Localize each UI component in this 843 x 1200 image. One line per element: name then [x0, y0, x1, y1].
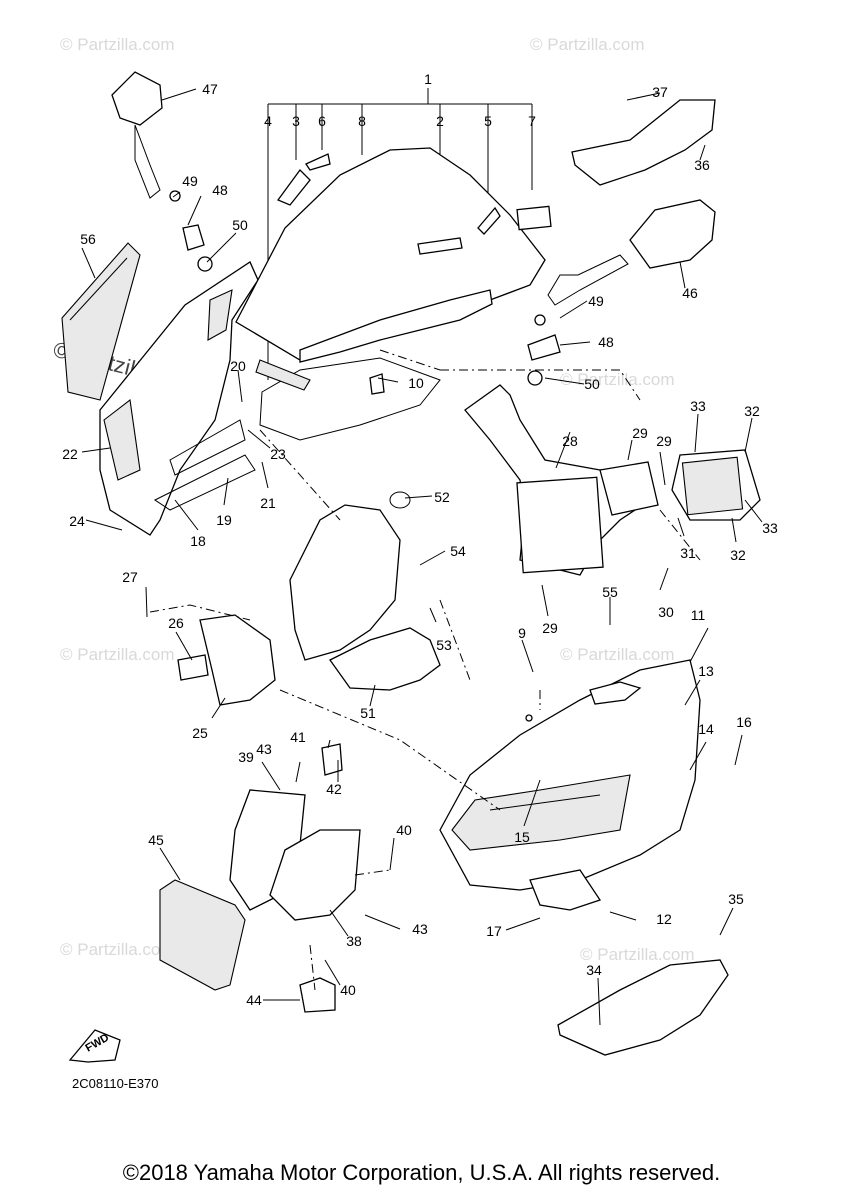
- inner-panel: [289, 491, 441, 691]
- callout-43b: 43: [412, 921, 428, 937]
- callout-45: 45: [148, 832, 164, 848]
- callout-7: 7: [528, 113, 536, 129]
- air-duct-right: [671, 449, 761, 521]
- callout-40b: 40: [340, 982, 356, 998]
- callout-25: 25: [192, 725, 208, 741]
- callout-48b: 48: [598, 334, 614, 350]
- assembly-lines: [149, 349, 701, 991]
- callout-33b: 33: [762, 520, 778, 536]
- upper-cowl: [235, 147, 552, 441]
- callout-10: 10: [408, 375, 424, 391]
- watermark: © Partzilla.com: [60, 35, 175, 54]
- copyright-notice: ©2018 Yamaha Motor Corporation, U.S.A. A…: [122, 1160, 721, 1185]
- callout-17: 17: [486, 923, 502, 939]
- drawing-code: 2C08110-E370: [72, 1076, 159, 1091]
- callout-29b: 29: [656, 433, 672, 449]
- air-box: [159, 743, 361, 1013]
- callout-19: 19: [216, 512, 232, 528]
- callout-41: 41: [290, 729, 306, 745]
- side-panel-top-right: [571, 99, 716, 186]
- front-cowling: [99, 261, 259, 536]
- forward-arrow: FWD: [68, 1029, 121, 1063]
- callout-21: 21: [260, 495, 276, 511]
- callout-32b: 32: [730, 547, 746, 563]
- callout-31: 31: [680, 545, 696, 561]
- cowling-stay: [464, 384, 659, 576]
- callout-13: 13: [698, 663, 714, 679]
- callout-23: 23: [270, 446, 286, 462]
- watermark: © Partzilla.com: [530, 35, 645, 54]
- callout-55: 55: [602, 584, 618, 600]
- leader-lines: [81, 88, 763, 1026]
- callout-3: 3: [292, 113, 300, 129]
- callout-32a: 32: [744, 403, 760, 419]
- callout-33a: 33: [690, 398, 706, 414]
- callout-numbers: 1 2 3 4 5 6 7 8 9 10 11 12 13 14 15 16 1…: [62, 71, 778, 1008]
- callout-46: 46: [682, 285, 698, 301]
- callout-56: 56: [80, 231, 96, 247]
- watermark: © Partzilla.com: [560, 370, 675, 389]
- callout-27: 27: [122, 569, 138, 585]
- callout-29a: 29: [632, 425, 648, 441]
- callout-26: 26: [168, 615, 184, 631]
- callout-39: 39: [238, 749, 254, 765]
- callout-11: 11: [691, 607, 706, 623]
- callout-24: 24: [69, 513, 85, 529]
- callout-50b: 50: [584, 376, 600, 392]
- callout-47: 47: [202, 81, 218, 97]
- callout-40a: 40: [396, 822, 412, 838]
- watermark: © Partzilla.com: [60, 940, 175, 959]
- air-duct-left: [177, 614, 276, 706]
- callout-6: 6: [318, 113, 326, 129]
- lower-panel: [557, 959, 729, 1056]
- callout-16: 16: [736, 714, 752, 730]
- callout-43a: 43: [256, 741, 272, 757]
- callout-14: 14: [698, 721, 714, 737]
- callout-28: 28: [562, 433, 578, 449]
- callout-29c: 29: [542, 620, 558, 636]
- callout-20: 20: [230, 358, 246, 374]
- callout-4: 4: [264, 113, 272, 129]
- callout-5: 5: [484, 113, 492, 129]
- callout-1: 1: [424, 71, 432, 87]
- callout-38: 38: [346, 933, 362, 949]
- callout-49a: 49: [182, 173, 198, 189]
- windshield: [61, 242, 141, 401]
- callout-37: 37: [652, 84, 668, 100]
- callout-54: 54: [450, 543, 466, 559]
- side-cowling: [439, 659, 701, 911]
- callout-15: 15: [514, 829, 530, 845]
- callout-8: 8: [358, 113, 366, 129]
- callout-12: 12: [656, 911, 672, 927]
- watermark: © Partzilla.com: [580, 945, 695, 964]
- watermark: © Partzilla.com: [560, 645, 675, 664]
- callout-53: 53: [436, 637, 452, 653]
- callout-30: 30: [658, 604, 674, 620]
- callout-18: 18: [190, 533, 206, 549]
- mirror-right: [527, 199, 716, 386]
- mirror-left: [111, 71, 213, 272]
- callout-35: 35: [728, 891, 744, 907]
- callout-9: 9: [518, 625, 526, 641]
- callout-49b: 49: [588, 293, 604, 309]
- watermark: © Partzilla.com: [60, 645, 175, 664]
- callout-36: 36: [694, 157, 710, 173]
- callout-48a: 48: [212, 182, 228, 198]
- callout-50a: 50: [232, 217, 248, 233]
- callout-22: 22: [62, 446, 78, 462]
- callout-52: 52: [434, 489, 450, 505]
- callout-51: 51: [360, 705, 376, 721]
- callout-42: 42: [326, 781, 342, 797]
- callout-34: 34: [586, 962, 602, 978]
- callout-44: 44: [246, 992, 262, 1008]
- callout-2: 2: [436, 113, 444, 129]
